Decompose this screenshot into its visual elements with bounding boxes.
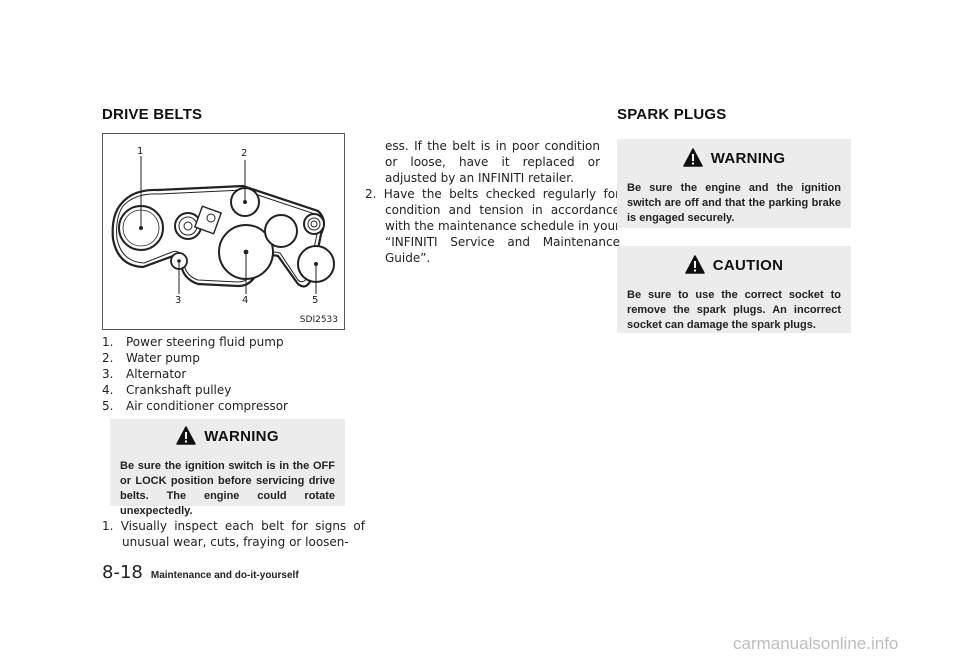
warning-text: Be sure the ignition switch is in the OF… bbox=[120, 460, 335, 517]
caution-icon bbox=[685, 255, 705, 274]
warning-text: Be sure the engine and the ignition swit… bbox=[627, 182, 841, 224]
page-number: 8-18 bbox=[102, 562, 143, 583]
callout-5: 5 bbox=[312, 295, 319, 306]
warning-label: WARNING bbox=[204, 427, 279, 445]
watermark: carmanualsonline.info bbox=[733, 634, 899, 653]
drive-belt-diagram: 1 2 3 4 5 SDI2533 bbox=[102, 133, 345, 330]
callout-2: 2 bbox=[241, 148, 248, 159]
inspection-step-1: 1. Visually inspect each belt for signs … bbox=[102, 519, 365, 549]
inspection-step-1-continued: ess. If the belt is in poor condition or… bbox=[385, 139, 600, 185]
legend-item: 5.Air conditioner compressor bbox=[102, 399, 288, 413]
caution-text: Be sure to use the correct socket to rem… bbox=[627, 289, 841, 331]
warning-header: WARNING bbox=[110, 419, 345, 453]
page-footer: 8-18 Maintenance and do-it-yourself bbox=[102, 562, 299, 583]
callout-1: 1 bbox=[137, 146, 144, 157]
caution-label: CAUTION bbox=[712, 256, 784, 274]
component-legend: 1.Power steering fluid pump 2.Water pump… bbox=[102, 334, 345, 414]
legend-item: 3.Alternator bbox=[102, 367, 187, 381]
section-label: Maintenance and do-it-yourself bbox=[150, 570, 299, 581]
legend-item: 4.Crankshaft pulley bbox=[102, 383, 232, 397]
warning-icon bbox=[176, 426, 196, 445]
inspection-step-2: 2. Have the belts checked regularly for … bbox=[365, 187, 620, 265]
warning-icon bbox=[682, 148, 703, 167]
legend-item: 1.Power steering fluid pump bbox=[102, 335, 284, 349]
callout-4: 4 bbox=[242, 295, 249, 306]
drive-belts-heading: DRIVE BELTS bbox=[102, 106, 203, 123]
drive-belts-warning-box: WARNING Be sure the ignition switch is i… bbox=[110, 419, 345, 517]
warning-header: WARNING bbox=[617, 139, 851, 177]
callout-3: 3 bbox=[175, 295, 182, 306]
legend-item: 2.Water pump bbox=[102, 351, 200, 365]
spark-plugs-caution-box: CAUTION Be sure to use the correct socke… bbox=[617, 246, 851, 333]
figure-code: SDI2533 bbox=[299, 315, 338, 325]
spark-plugs-warning-box: WARNING Be sure the engine and the ignit… bbox=[617, 139, 851, 228]
warning-label: WARNING bbox=[710, 149, 786, 167]
belt-routing-illustration bbox=[111, 156, 335, 294]
spark-plugs-heading: SPARK PLUGS bbox=[617, 106, 727, 123]
caution-header: CAUTION bbox=[617, 246, 851, 284]
